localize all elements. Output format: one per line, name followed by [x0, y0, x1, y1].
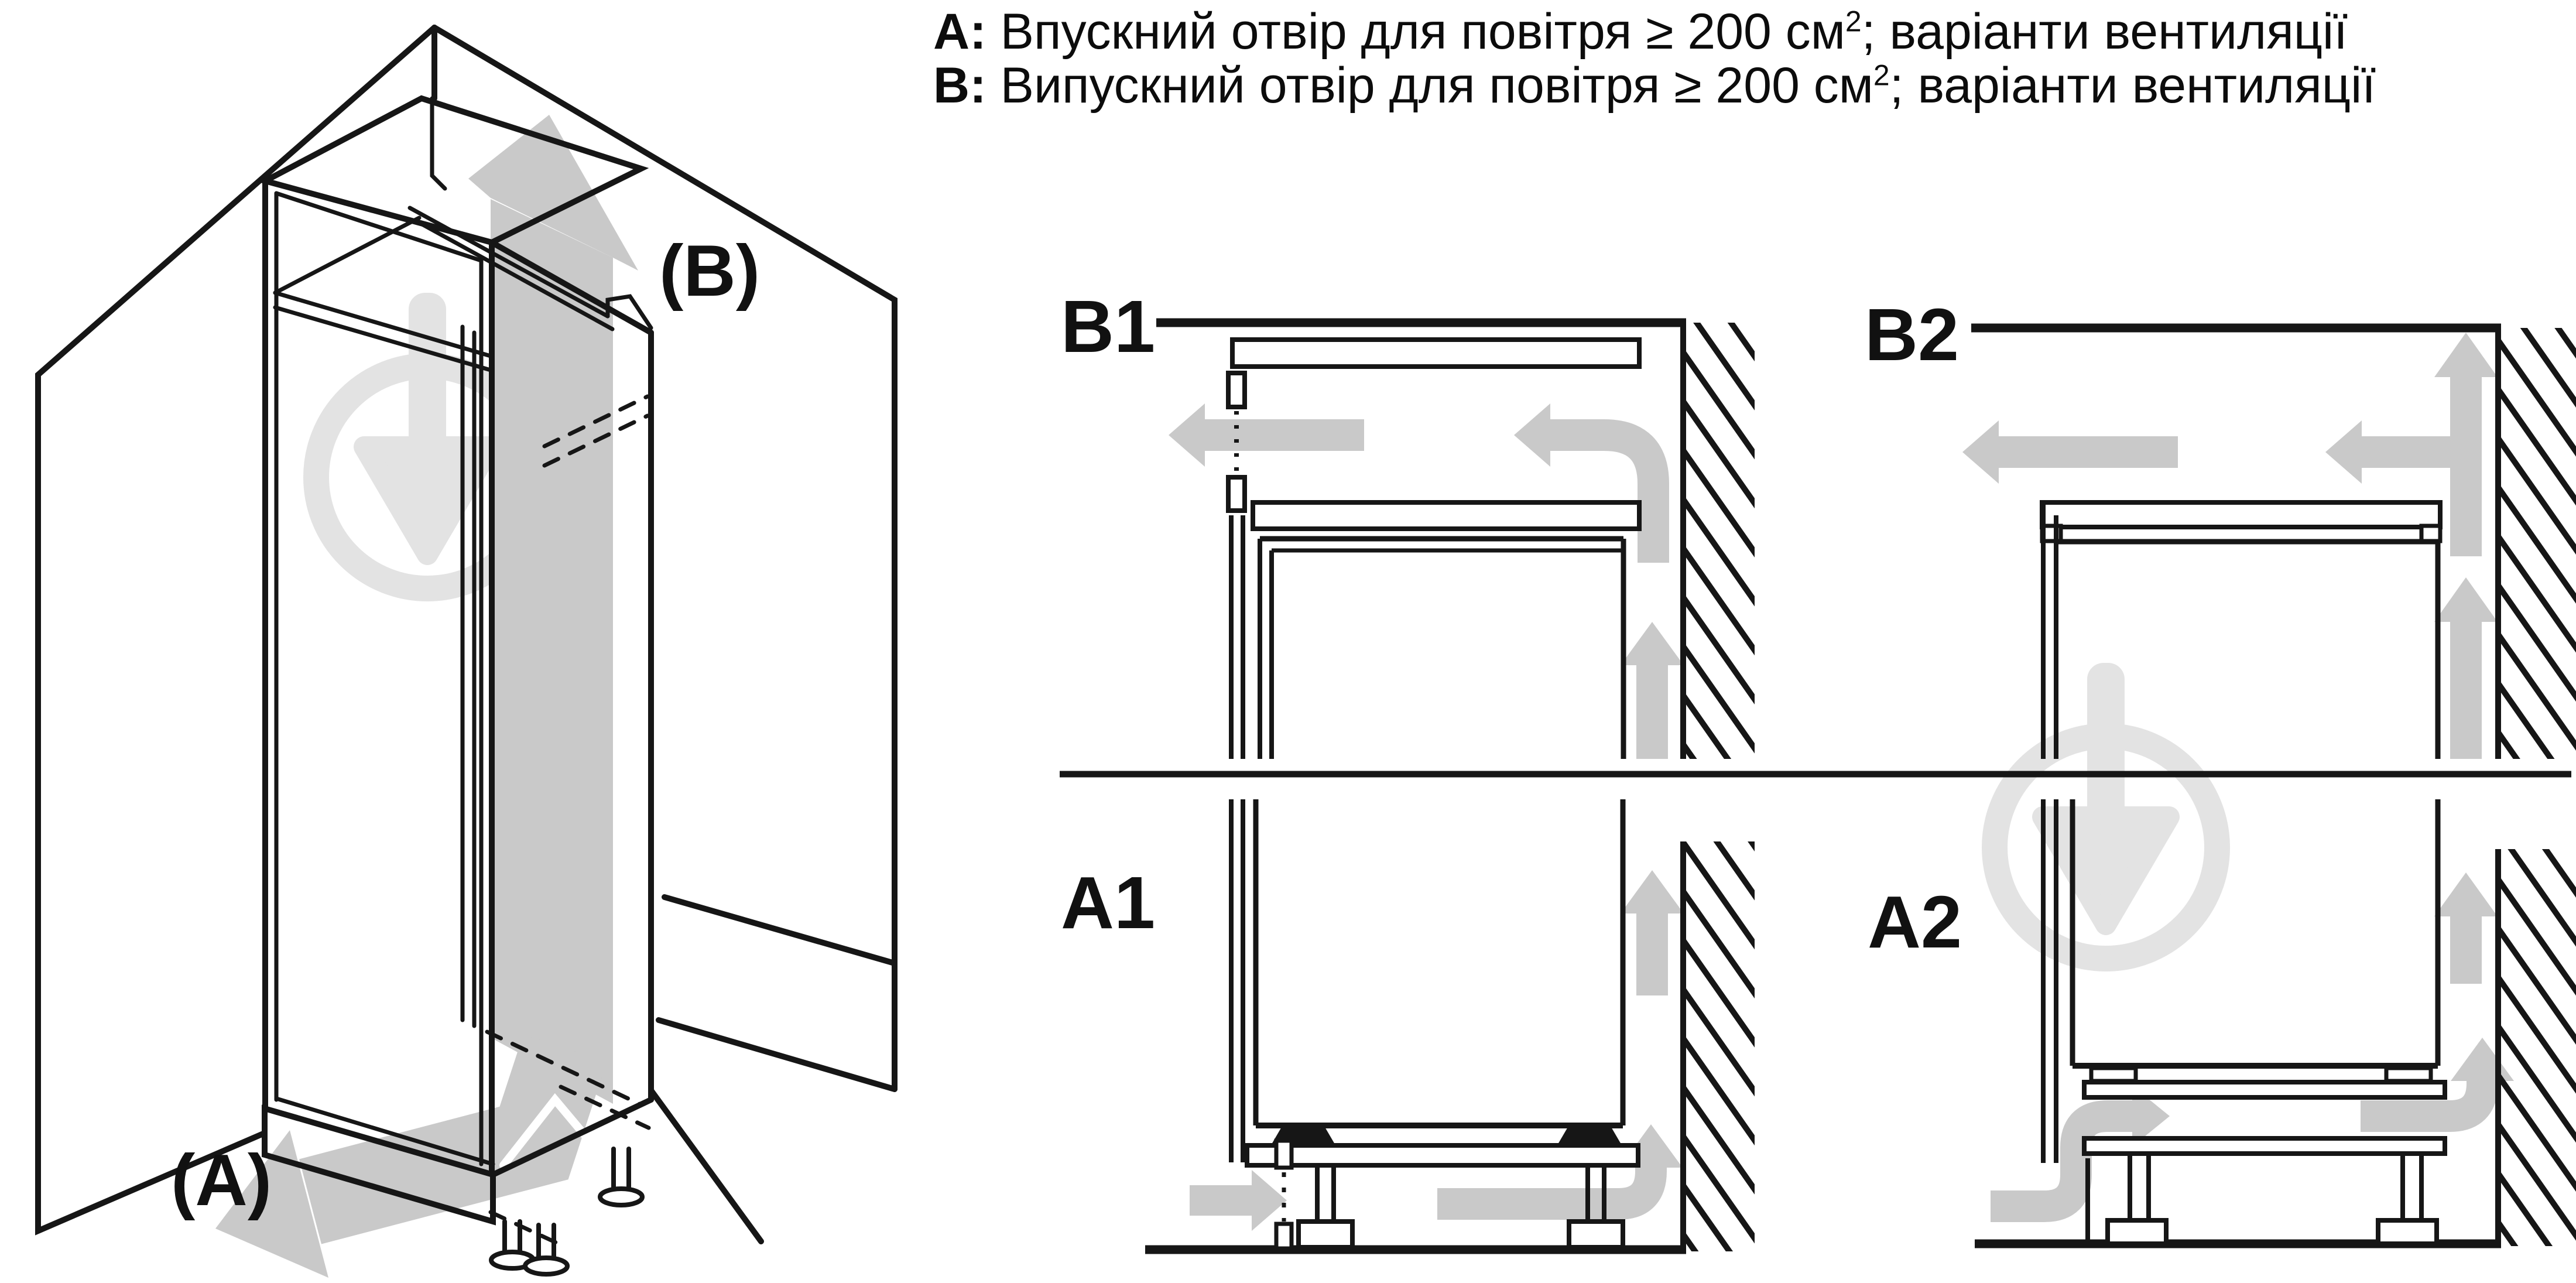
- panel-a1: A1: [1061, 799, 1755, 1254]
- panel-a1-label: A1: [1061, 861, 1155, 944]
- airflow-crease: [499, 1093, 590, 1169]
- outlet-air-label: (B): [659, 231, 760, 312]
- inlet-air-label: (A): [171, 1140, 272, 1221]
- airflow-out-arrow: [299, 1034, 607, 1244]
- panel-b1-lines: [1156, 318, 1755, 759]
- panel-a2: A2: [1868, 799, 2576, 1248]
- legend-key-b: B:: [933, 57, 986, 114]
- airflow-arrows: [215, 115, 638, 1278]
- corner-niche-figure: (B) (A): [35, 25, 898, 1278]
- panel-a1-lines: [1145, 799, 1755, 1254]
- legend-key-a: A:: [933, 4, 986, 60]
- airflow-out-arrowhead: [215, 1130, 328, 1278]
- room-walls: [35, 25, 898, 1244]
- panel-a2-label: A2: [1868, 881, 1962, 963]
- panel-a1-arrows: [1190, 870, 1684, 1231]
- hidden-edge-dashes: [485, 394, 651, 1245]
- panel-b1-arrows: [1169, 403, 1684, 759]
- legend-line-outlet: B: Випускний отвір для повітря ≥ 200 см2…: [933, 57, 2376, 114]
- adjustable-feet: [489, 1147, 645, 1277]
- legend-text: A: Впускний отвір для повітря ≥ 200 см2;…: [933, 5, 2572, 112]
- panel-b1: B1: [1061, 285, 1755, 759]
- airflow-up-arrow: [491, 199, 613, 1104]
- cabinet-lines: [257, 95, 654, 1277]
- airflow-up-arrowhead: [468, 115, 638, 271]
- panel-b2-arrows: [1962, 333, 2498, 759]
- panel-b1-label: B1: [1061, 285, 1155, 368]
- panel-a2-lines: [1975, 799, 2576, 1248]
- panel-b2-lines: [1971, 323, 2576, 759]
- panel-b2-label: B2: [1865, 293, 1959, 376]
- panel-a2-arrows: [1991, 873, 2514, 1222]
- panel-b2: B2: [1865, 293, 2576, 759]
- legend-line-inlet: A: Впускний отвір для повітря ≥ 200 см2;…: [933, 4, 2348, 60]
